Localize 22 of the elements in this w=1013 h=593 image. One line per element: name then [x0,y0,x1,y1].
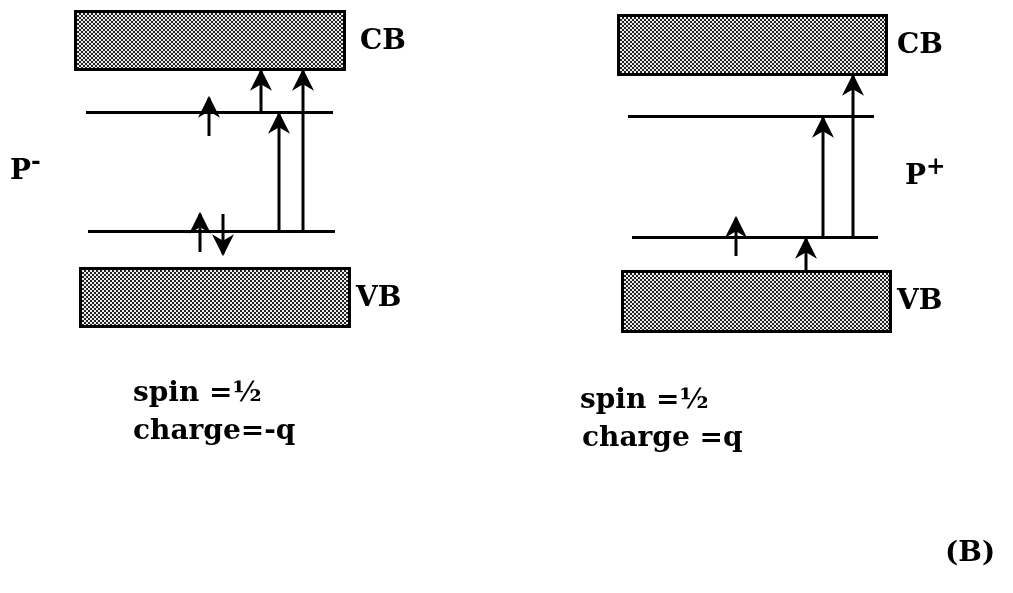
energy-level-line [86,111,333,114]
transition-arrow [795,236,817,270]
label-text: P$^{-}$ [10,150,41,185]
label-text: charge=-q [133,416,296,444]
energy-band [74,10,346,71]
energy-level-line [632,236,878,239]
energy-band [617,14,888,76]
band-label: VB [897,286,943,314]
band-label: CB [897,30,943,58]
label-text: spin =½ [580,385,709,413]
label-text: (B) [945,538,996,566]
band-label: CB [360,26,406,54]
energy-level-line [628,115,874,118]
band-label: VB [356,283,402,311]
label-text: charge =q [582,423,743,451]
energy-level-line [88,230,335,233]
label-text: spin =½ [133,378,262,406]
energy-band [79,267,351,328]
transition-arrow [268,111,290,230]
label-text: P$^{+}$ [905,155,946,190]
transition-arrow [812,115,834,236]
energy-band [621,270,892,333]
